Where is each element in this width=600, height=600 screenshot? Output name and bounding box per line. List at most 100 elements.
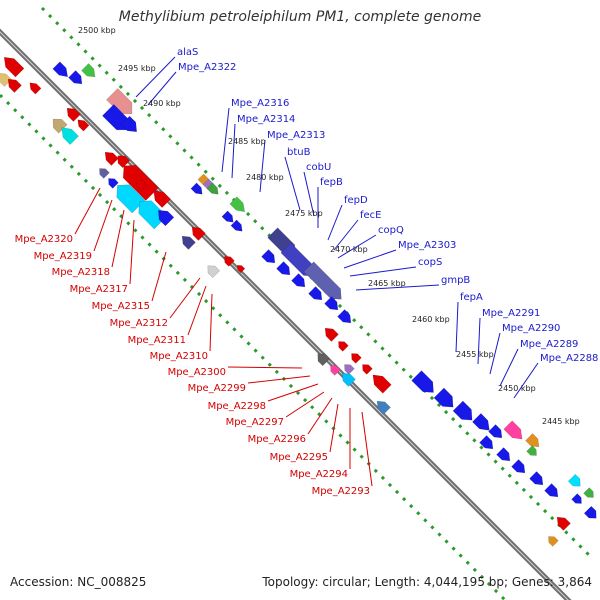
gene-arrow-19 [99, 168, 110, 179]
gene-arrow-30 [221, 210, 234, 223]
leader-line-reverse [74, 187, 101, 235]
gene-label-forward: Mpe_A2288 [540, 353, 598, 364]
label-leader-lines [74, 56, 539, 487]
gene-label-forward: fepB [320, 177, 343, 188]
leader-line-reverse [93, 199, 113, 252]
kbp-tick-label-11: 2450 kbp [498, 384, 536, 393]
leader-line-reverse [361, 411, 373, 487]
gene-arrow-32 [181, 235, 196, 250]
kbp-tick-label-3: 2490 kbp [143, 99, 181, 108]
gene-arrow-16 [117, 155, 131, 169]
gene-arrow-69 [567, 473, 581, 487]
gene-arrow-43 [207, 265, 221, 279]
leader-line-forward [327, 204, 343, 241]
gene-arrow-29 [229, 196, 246, 213]
gene-label-reverse: Mpe_A2297 [226, 417, 284, 428]
gene-label-forward: Mpe_A2313 [267, 130, 325, 141]
leader-line-forward [455, 301, 459, 353]
gene-arrow-53 [344, 364, 355, 375]
leader-line-reverse [169, 277, 201, 319]
gene-arrow-59 [472, 413, 490, 431]
backbone-highlight [0, 31, 569, 600]
gene-label-forward: Mpe_A2322 [178, 62, 236, 73]
leader-line-forward [513, 362, 539, 399]
gene-label-forward: copQ [378, 225, 404, 236]
leader-line-forward [221, 107, 230, 173]
gene-arrow-51 [330, 365, 341, 376]
gene-arrow-24 [136, 180, 147, 191]
gene-arrow-73 [548, 536, 559, 547]
gene-arrow-67 [529, 471, 544, 486]
gene-label-forward: copS [418, 257, 442, 268]
gene-arrow-6 [7, 78, 22, 93]
gene-arrow-48 [351, 353, 362, 364]
gene-arrow-2 [68, 70, 83, 85]
leader-line-forward [337, 234, 377, 259]
gene-arrow-4 [3, 56, 25, 78]
leader-line-reverse [267, 383, 319, 402]
leader-line-reverse [129, 219, 135, 285]
leader-line-forward [147, 71, 177, 106]
gene-arrow-55 [376, 400, 391, 415]
gene-arrow-18 [153, 190, 171, 208]
leader-line-reverse [209, 293, 213, 352]
gene-labels: alaSMpe_A2322Mpe_A2316Mpe_A2314Mpe_A2313… [15, 47, 599, 497]
gene-label-reverse: Mpe_A2315 [92, 301, 150, 312]
gene-label-forward: btuB [287, 147, 311, 158]
gene-features[interactable] [0, 56, 597, 547]
gene-arrow-70 [583, 487, 594, 498]
gene-arrow-54 [372, 374, 392, 394]
gene-label-forward: Mpe_A2316 [231, 98, 289, 109]
gene-arrow-12 [61, 127, 79, 145]
kbp-tick-label-10: 2455 kbp [456, 350, 494, 359]
accession-text: Accession: NC_008825 [10, 575, 147, 589]
gene-label-reverse: Mpe_A2311 [128, 335, 186, 346]
gene-arrow-33 [191, 226, 206, 241]
kbp-tick-label-4: 2485 kbp [228, 137, 266, 146]
gene-arrow-46 [324, 327, 339, 342]
kbp-tick-label-8: 2465 kbp [368, 279, 406, 288]
gene-arrow-61 [503, 420, 523, 440]
gene-arrow-15 [104, 151, 119, 166]
gene-label-reverse: Mpe_A2295 [270, 452, 328, 463]
gene-arrow-37 [261, 249, 276, 264]
gene-arrow-74 [571, 493, 582, 504]
gene-label-reverse: Mpe_A2296 [248, 434, 306, 445]
leader-line-reverse [151, 251, 167, 302]
leader-line-forward [489, 332, 501, 375]
genome-backbone [0, 28, 572, 600]
gene-label-reverse: Mpe_A2298 [208, 401, 266, 412]
gene-arrow-13 [66, 107, 81, 122]
gene-arrow-44 [224, 256, 235, 267]
gene-label-forward: fepA [460, 292, 483, 303]
gene-label-reverse: Mpe_A2293 [312, 486, 370, 497]
gene-label-reverse: Mpe_A2318 [52, 267, 110, 278]
gene-label-forward: Mpe_A2289 [520, 339, 578, 350]
kbp-tick-label-2: 2495 kbp [118, 64, 156, 73]
gene-arrow-28 [190, 182, 203, 195]
gene-arrow-11 [52, 118, 68, 134]
kbp-tick-label-1: 2500 kbp [78, 26, 116, 35]
gene-arrow-50 [317, 353, 331, 367]
gene-arrow-47 [338, 341, 349, 352]
gene-arrow-41 [324, 296, 339, 311]
leader-line-forward [343, 249, 397, 269]
gene-arrow-39 [291, 273, 306, 288]
leader-line-reverse [285, 391, 325, 418]
gene-arrow-64 [479, 435, 494, 450]
kbp-tick-label-12: 2445 kbp [542, 417, 580, 426]
leader-line-forward [284, 156, 301, 211]
leader-line-forward [231, 123, 236, 179]
gene-label-reverse: Mpe_A2294 [290, 469, 348, 480]
gene-arrow-38 [276, 261, 291, 276]
gene-label-reverse: Mpe_A2312 [110, 318, 168, 329]
leader-line-forward [499, 348, 519, 387]
gene-label-reverse: Mpe_A2320 [15, 234, 73, 245]
gene-arrow-42 [337, 309, 352, 324]
leader-line-forward [303, 171, 315, 217]
leader-line-forward [135, 56, 176, 98]
gene-arrow-10 [120, 115, 137, 132]
leader-line-forward [477, 317, 481, 365]
gene-label-forward: Mpe_A2290 [502, 323, 560, 334]
